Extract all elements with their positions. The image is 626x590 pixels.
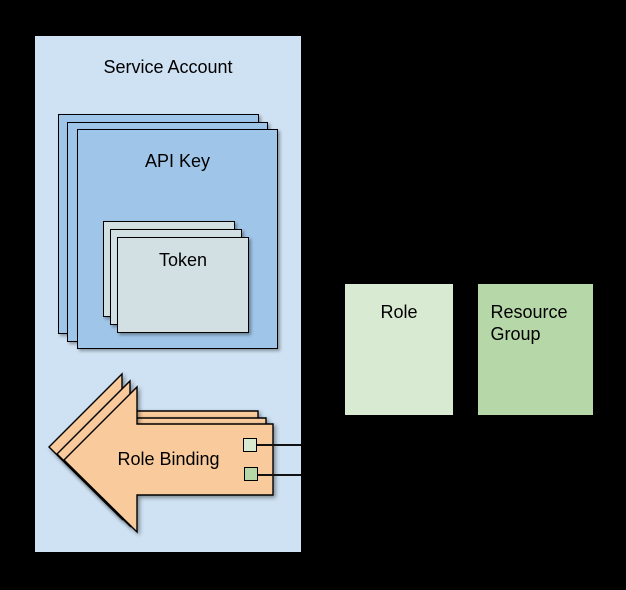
role-binding-arrow-front [63,385,274,534]
token-card-front [117,237,249,333]
role-binding-arrow-stack [48,372,274,534]
service-account-label: Service Account [103,57,233,77]
role-binding-label-text: Role Binding [117,449,220,469]
resource-group-port-square [244,467,258,481]
role-port-square [243,438,257,452]
role-connector-line [257,444,301,446]
resource-group-label: Resource Group [490,302,568,344]
role-box: Role [345,284,453,415]
token-label: Token [158,250,208,270]
resource-group-connector-line [258,474,301,476]
resource-group-box: Resource Group [478,284,593,415]
role-binding-label: Role Binding [64,387,273,532]
api-key-label: API Key [144,151,211,171]
role-label: Role [380,302,418,322]
